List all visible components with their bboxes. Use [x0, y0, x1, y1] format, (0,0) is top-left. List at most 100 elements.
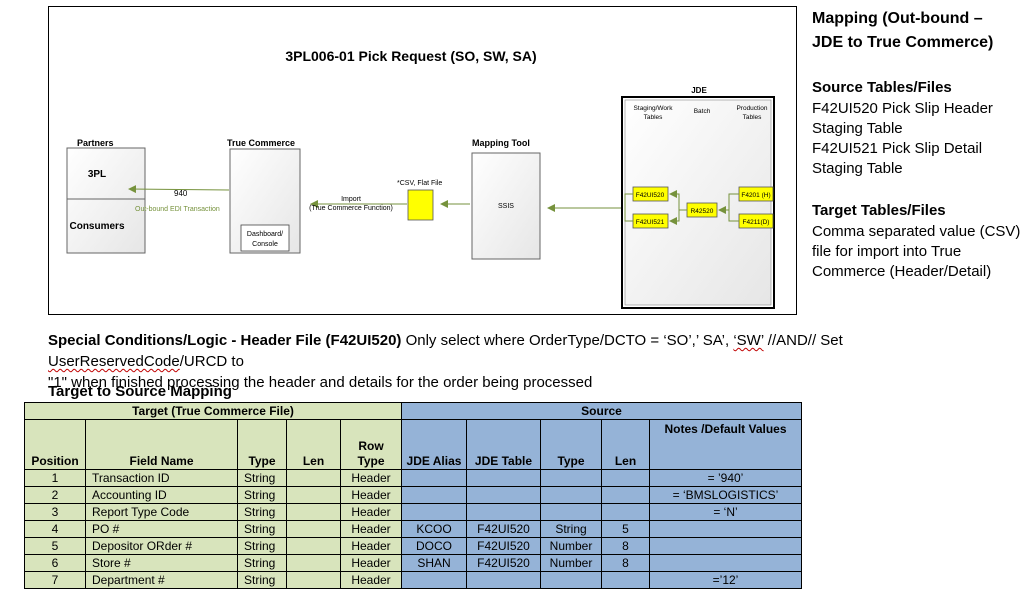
cell-notes: = ’940’: [649, 469, 802, 487]
jde-label: JDE: [691, 86, 707, 95]
cell-jde-alias: [401, 486, 467, 504]
col-jde-table: JDE Table: [466, 419, 541, 470]
cell-row-type: Header: [340, 469, 402, 487]
cell-src-len: 8: [601, 554, 650, 572]
cell-row-type: Header: [340, 503, 402, 521]
col-position: Position: [24, 419, 86, 470]
dashboard-box: [240, 224, 290, 252]
cell-src-type: [540, 469, 602, 487]
mapping-title-line-2: JDE to True Commerce): [812, 34, 994, 51]
source-line-1: F42UI520 Pick Slip Header: [812, 100, 993, 117]
cell-jde-table: F42UI520: [466, 520, 541, 538]
mapping-tool-label: Mapping Tool: [472, 138, 530, 148]
ssis-label: SSIS: [498, 203, 514, 210]
console-label: Console: [252, 241, 278, 248]
cell-position: 3: [24, 503, 86, 521]
batch-label: Batch: [694, 108, 711, 115]
cell-jde-table: [466, 503, 541, 521]
cell-src-len: [601, 469, 650, 487]
flow-diagram-svg: 3PL006-01 Pick Request (SO, SW, SA) Part…: [66, 48, 775, 309]
mapping-title: Mapping (Out-bound – JDE to True Commerc…: [812, 7, 1022, 55]
special-text-a: Only select where OrderType/DCTO = ‘SO’,…: [401, 332, 734, 349]
col-jde-alias: JDE Alias: [401, 419, 467, 470]
cell-position: 5: [24, 537, 86, 555]
cell-notes: = ‘BMSLOGISTICS’: [649, 486, 802, 504]
col-notes: Notes /Default Values: [649, 419, 802, 470]
cell-field-name: Accounting ID: [85, 486, 238, 504]
cell-jde-table: [466, 571, 541, 589]
cell-row-type: Header: [340, 537, 402, 555]
col-len: Len: [286, 419, 341, 470]
target-tables-heading: Target Tables/Files: [812, 202, 946, 219]
process-diagram: 3PL006-01 Pick Request (SO, SW, SA) Part…: [48, 6, 797, 315]
cell-src-type: String: [540, 520, 602, 538]
cell-jde-alias: [401, 469, 467, 487]
csv-label: *CSV, Flat File: [397, 180, 442, 187]
col-field-name: Field Name: [85, 419, 238, 470]
mapping-title-line-1: Mapping (Out-bound –: [812, 10, 983, 27]
column-header-row: Position Field Name Type Len Row Type JD…: [24, 419, 802, 470]
partners-box: [66, 147, 146, 254]
cell-len: [286, 469, 341, 487]
staging-label: Staging/Work: [634, 105, 674, 112]
cell-field-name: Report Type Code: [85, 503, 238, 521]
source-tables-heading: Source Tables/Files: [812, 79, 952, 96]
cell-len: [286, 503, 341, 521]
table-f42ui520-label: F42UI520: [636, 192, 665, 199]
table-f42ui521-label: F42UI521: [636, 219, 665, 226]
cell-notes: = ‘N’: [649, 503, 802, 521]
partner-3pl: 3PL: [88, 169, 106, 180]
dashboard-label: Dashboard/: [247, 231, 283, 238]
batch-r42520-label: R42520: [691, 208, 714, 215]
source-line-4: Staging Table: [812, 160, 903, 177]
cell-len: [286, 520, 341, 538]
cell-src-type: Number: [540, 554, 602, 572]
cell-jde-table: F42UI520: [466, 537, 541, 555]
cell-len: [286, 571, 341, 589]
cell-type: String: [237, 469, 287, 487]
production-label-2: Tables: [743, 114, 763, 121]
special-conditions-heading: Special Conditions/Logic - Header File (…: [48, 332, 402, 349]
cell-position: 2: [24, 486, 86, 504]
special-text-line2: "1" when finished processing the header …: [48, 374, 593, 391]
cell-type: String: [237, 503, 287, 521]
group-source-header: Source: [401, 402, 802, 420]
source-tables-list: F42UI520 Pick Slip Header Staging Table …: [812, 99, 1017, 179]
special-text-sw: ‘SW’: [733, 332, 764, 349]
cell-position: 4: [24, 520, 86, 538]
cell-len: [286, 554, 341, 572]
table-f4211-label: F4211(D): [743, 219, 770, 226]
cell-notes: [649, 520, 802, 538]
col-src-len: Len: [601, 419, 650, 470]
cell-src-len: 5: [601, 520, 650, 538]
mapping-table-heading: Target to Source Mapping: [48, 383, 232, 400]
import-label: Import: [341, 196, 361, 203]
cell-type: String: [237, 520, 287, 538]
col-row-type: Row Type: [340, 419, 402, 470]
special-text-b: //AND// Set: [763, 332, 843, 349]
cell-field-name: Department #: [85, 571, 238, 589]
cell-row-type: Header: [340, 520, 402, 538]
cell-jde-alias: DOCO: [401, 537, 467, 555]
cell-position: 6: [24, 554, 86, 572]
cell-len: [286, 486, 341, 504]
special-conditions: Special Conditions/Logic - Header File (…: [48, 330, 1023, 393]
cell-jde-table: [466, 486, 541, 504]
cell-src-len: [601, 503, 650, 521]
cell-field-name: PO #: [85, 520, 238, 538]
cell-jde-alias: KCOO: [401, 520, 467, 538]
mapping-table: Target (True Commerce File) Source Posit…: [24, 402, 802, 589]
cell-type: String: [237, 571, 287, 589]
cell-type: String: [237, 537, 287, 555]
cell-jde-alias: SHAN: [401, 554, 467, 572]
partner-consumers: Consumers: [69, 221, 124, 232]
partners-label: Partners: [77, 138, 114, 148]
cell-src-type: [540, 486, 602, 504]
outbound-label: Out-bound EDI Transaction: [135, 206, 220, 213]
